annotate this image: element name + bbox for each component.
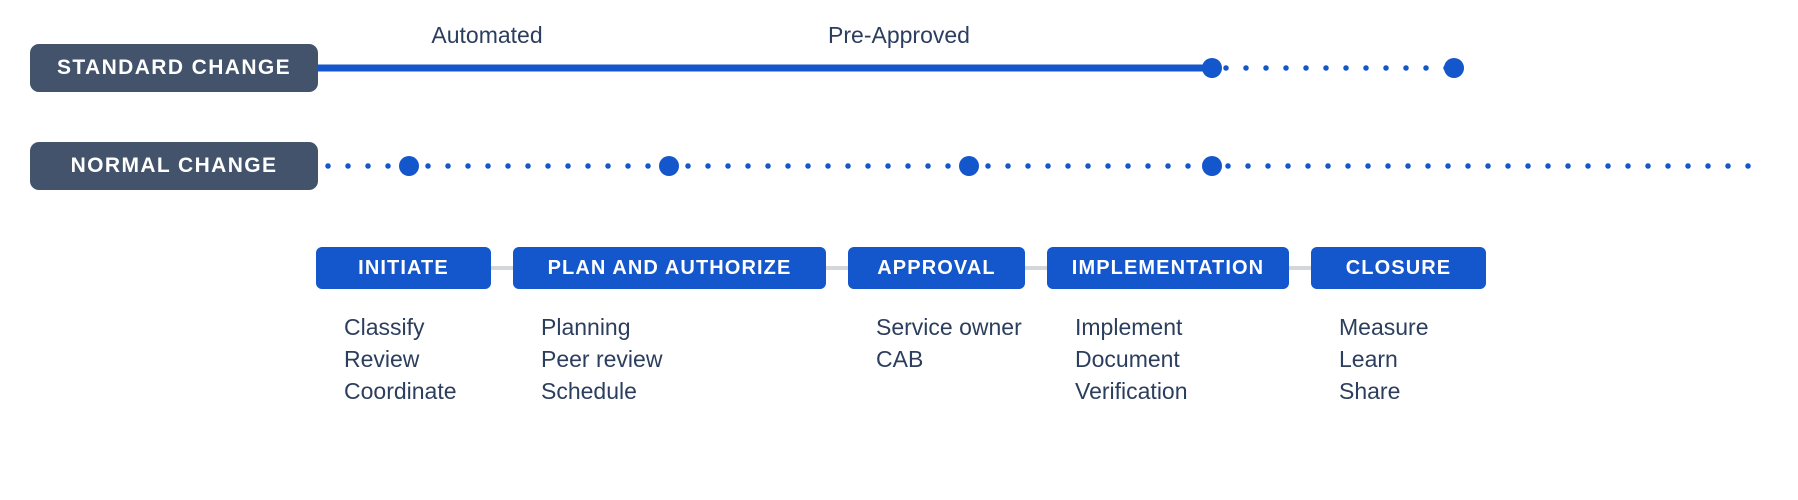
normal-dotted-line xyxy=(318,162,1758,170)
stage-connector-2 xyxy=(826,266,848,270)
list-item: Learn xyxy=(1339,346,1398,372)
list-item: Review xyxy=(344,346,420,372)
stage-chip-approval[interactable]: APPROVAL xyxy=(848,247,1025,289)
standard-solid-line xyxy=(318,64,1212,72)
stage-chip-closure[interactable]: CLOSURE xyxy=(1311,247,1486,289)
stage-items-implementation: Implement Document Verification xyxy=(1047,311,1188,407)
stage-items-closure: Measure Learn Share xyxy=(1311,311,1428,407)
list-item: Share xyxy=(1339,378,1401,404)
standard-change-badge: STANDARD CHANGE xyxy=(30,44,318,92)
standard-change-row: STANDARD CHANGE xyxy=(30,44,1498,92)
standard-label-pre-approved: Pre-Approved xyxy=(828,22,970,48)
list-item: Measure xyxy=(1339,314,1429,340)
stage-items-plan-and-authorize: Planning Peer review Schedule xyxy=(513,311,662,407)
normal-change-track xyxy=(318,142,1758,190)
stage-items-initiate: Classify Review Coordinate xyxy=(316,311,457,407)
normal-change-row: NORMAL CHANGE xyxy=(30,142,1758,190)
list-item: Peer review xyxy=(541,346,663,372)
list-item: Schedule xyxy=(541,378,637,404)
stage-connector-3 xyxy=(1025,266,1047,270)
stage-chip-implementation[interactable]: IMPLEMENTATION xyxy=(1047,247,1289,289)
stage-implementation: IMPLEMENTATION Implement Document Verifi… xyxy=(1047,247,1289,407)
normal-milestone-dot-4 xyxy=(1202,156,1222,176)
stage-initiate: INITIATE Classify Review Coordinate xyxy=(316,247,491,407)
standard-change-track xyxy=(318,44,1498,92)
stage-connector-1 xyxy=(491,266,513,270)
stage-closure: CLOSURE Measure Learn Share xyxy=(1311,247,1486,407)
list-item: Coordinate xyxy=(344,378,457,404)
standard-dotted-line xyxy=(1216,64,1456,72)
stage-connector-4 xyxy=(1289,266,1311,270)
list-item: Service owner xyxy=(876,314,1022,340)
standard-milestone-dot-1 xyxy=(1202,58,1222,78)
normal-milestone-dot-3 xyxy=(959,156,979,176)
list-item: Classify xyxy=(344,314,425,340)
standard-milestone-dot-2 xyxy=(1444,58,1464,78)
stage-chip-initiate[interactable]: INITIATE xyxy=(316,247,491,289)
list-item: Document xyxy=(1075,346,1180,372)
stage-pipeline: INITIATE Classify Review Coordinate PLAN… xyxy=(316,247,1486,407)
stage-items-approval: Service owner CAB xyxy=(848,311,1022,375)
normal-milestone-dot-1 xyxy=(399,156,419,176)
list-item: Implement xyxy=(1075,314,1183,340)
standard-label-automated: Automated xyxy=(431,22,543,48)
list-item: Planning xyxy=(541,314,631,340)
list-item: Verification xyxy=(1075,378,1188,404)
normal-change-badge: NORMAL CHANGE xyxy=(30,142,318,190)
normal-milestone-dot-2 xyxy=(659,156,679,176)
stage-chip-plan-and-authorize[interactable]: PLAN AND AUTHORIZE xyxy=(513,247,826,289)
list-item: CAB xyxy=(876,346,924,372)
stage-approval: APPROVAL Service owner CAB xyxy=(848,247,1025,375)
stage-plan-and-authorize: PLAN AND AUTHORIZE Planning Peer review … xyxy=(513,247,826,407)
